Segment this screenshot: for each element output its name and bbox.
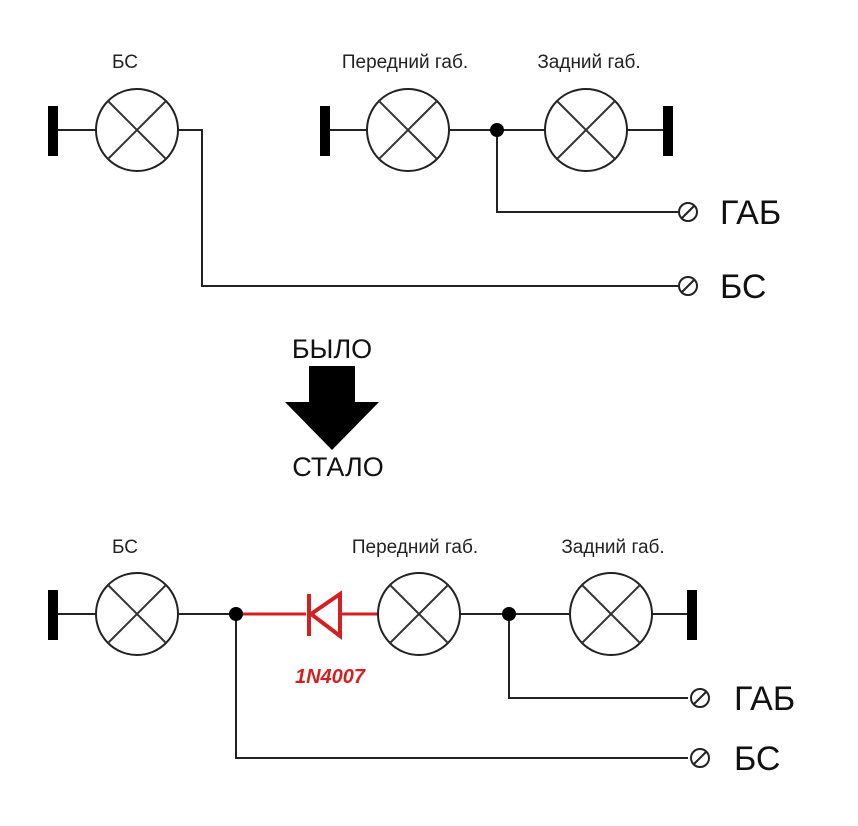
after-bs-lamp-icon [95,572,179,656]
before-gab-terminal-label: ГАБ [720,194,781,232]
after-bs-lamp-label: БС [112,537,138,558]
before-gab-terminal-icon [678,202,698,222]
after-rear-lamp-icon [569,572,653,656]
before-ground-middle-icon [320,106,330,156]
transition-arrow: БЫЛО СТАЛО [285,334,384,482]
before-bs-terminal-icon [678,276,698,296]
after-junction-node-left [229,607,243,621]
diode-1n4007-icon [236,590,378,641]
arrow-bottom-label: СТАЛО [292,452,384,482]
after-bs-terminal-icon [690,748,710,768]
down-arrow-icon [285,366,379,450]
after-ground-right-icon [687,590,697,640]
arrow-top-label: БЫЛО [292,334,372,364]
before-rear-lamp-label: Задний габ. [537,52,640,73]
after-wire-node-to-gab [508,614,688,699]
after-front-lamp-icon [377,572,461,656]
after-circuit: БС Передний габ. Задний габ. 1N4007 [48,537,795,778]
after-gab-terminal-icon [690,688,710,708]
after-ground-left-icon [48,590,58,640]
before-bs-lamp-icon [95,88,179,172]
before-front-lamp-icon [366,88,450,172]
before-ground-right-icon [663,106,673,156]
before-bs-lamp-label: БС [112,52,138,73]
diode-part-label: 1N4007 [295,666,366,688]
after-front-lamp-label: Передний габ. [352,537,478,558]
before-junction-node [490,123,504,137]
before-wire-bs-to-terminal [178,129,678,287]
before-ground-left-icon [48,106,58,156]
before-front-lamp-label: Передний габ. [342,52,468,73]
after-gab-terminal-label: ГАБ [734,680,795,718]
before-rear-lamp-icon [544,88,628,172]
before-circuit: БС Передний габ. Задний габ. [48,52,781,306]
before-bs-terminal-label: БС [720,268,766,306]
diode-anode-triangle [307,590,342,641]
after-wire-node-to-bs-terminal [235,614,688,759]
before-wire-node-to-gab [496,130,678,213]
after-junction-node-right [502,607,516,621]
after-rear-lamp-label: Задний габ. [561,537,664,558]
after-bs-terminal-label: БС [734,740,780,778]
